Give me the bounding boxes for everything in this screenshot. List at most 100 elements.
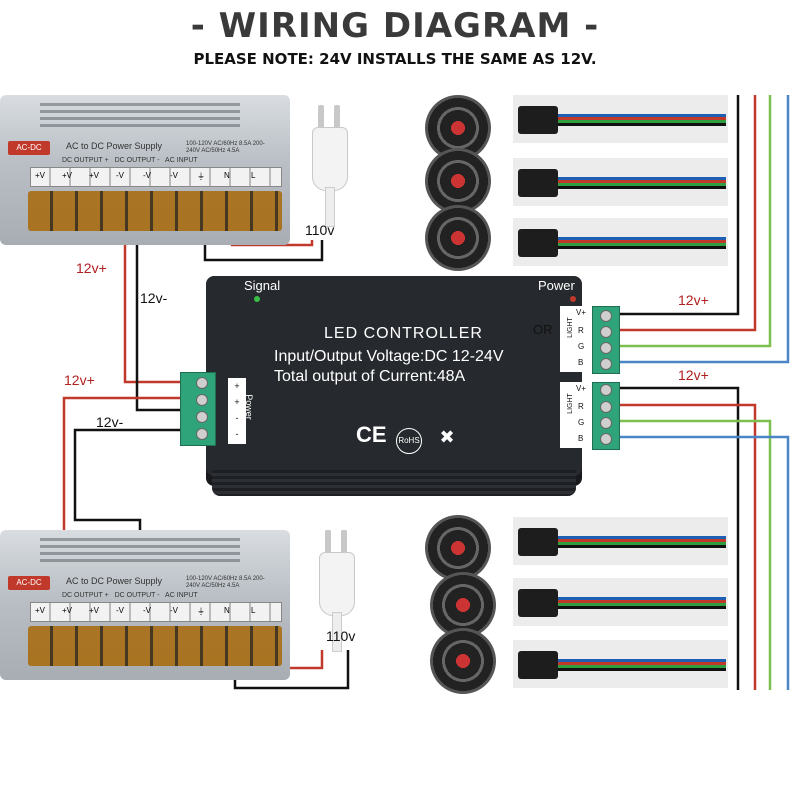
psu-name: AC to DC Power Supply bbox=[66, 576, 163, 586]
power-led-icon bbox=[570, 296, 576, 302]
output-pin-b: B bbox=[578, 434, 584, 443]
out1-green-wire bbox=[612, 95, 772, 348]
psu-name: AC to DC Power Supply bbox=[66, 141, 163, 151]
controller-spec-current: Total output of Current:48A bbox=[274, 368, 466, 385]
ce-mark-icon: CE bbox=[356, 422, 387, 447]
top-red-wire bbox=[56, 222, 198, 384]
output-pin-g: G bbox=[578, 418, 585, 427]
output-pin-b: B bbox=[578, 358, 584, 367]
label-bottom-110v: 110v bbox=[326, 628, 356, 644]
or-label: OR bbox=[533, 322, 553, 337]
output-pin-labels-1: LIGHT V+ R G B bbox=[560, 306, 590, 372]
psu-terminal-label: N bbox=[224, 171, 230, 180]
rgb-connector-icon bbox=[518, 524, 728, 560]
led-strip-reel-icon bbox=[430, 628, 496, 694]
terminal-screw-icon bbox=[600, 358, 612, 370]
terminal-screw-icon bbox=[600, 433, 612, 445]
out2-vplus-wire bbox=[612, 386, 740, 690]
psu-terminal-label: +V bbox=[89, 606, 100, 615]
led-strip-reel-icon bbox=[425, 148, 491, 214]
psu-terminal-label: +V bbox=[62, 606, 73, 615]
terminal-screw-icon bbox=[600, 384, 612, 396]
terminal-screw-icon bbox=[196, 428, 208, 440]
voltage-note: PLEASE NOTE: 24V INSTALLS THE SAME AS 12… bbox=[193, 50, 597, 68]
input-pin-plus: + bbox=[234, 381, 240, 391]
output-pin-g: G bbox=[578, 342, 585, 351]
psu-terminal-label: -V bbox=[143, 606, 151, 615]
rohs-icon: RoHS bbox=[396, 428, 422, 454]
output-pin-labels-2: LIGHT V+ R G B bbox=[560, 382, 590, 448]
terminal-screw-icon bbox=[600, 417, 612, 429]
rgb-connector-icon bbox=[518, 165, 728, 201]
terminal-screw-icon bbox=[600, 310, 612, 322]
psu-terminal-block bbox=[28, 626, 282, 666]
signal-led-icon bbox=[254, 296, 260, 302]
output-pin-r: R bbox=[578, 326, 584, 335]
controller-body bbox=[206, 276, 582, 476]
terminal-screw-icon bbox=[600, 342, 612, 354]
psu-spec: 100-120V AC/60Hz 8.5A 200-240V AC/50Hz 4… bbox=[186, 576, 265, 589]
rgb-connector-icon bbox=[518, 647, 728, 683]
output-light-label: LIGHT bbox=[566, 393, 574, 414]
psu-dc-plus-label: DC OUTPUT + bbox=[62, 592, 109, 599]
bottom-ac-plug-icon bbox=[305, 530, 367, 652]
psu-terminal-label: +V bbox=[62, 171, 73, 180]
input-pin-minus: - bbox=[235, 413, 239, 423]
signal-label: Signal bbox=[244, 278, 281, 293]
label-out2-12v-plus: 12v+ bbox=[678, 367, 709, 383]
rgb-connector-icon bbox=[518, 225, 728, 261]
terminal-screw-icon bbox=[600, 401, 612, 413]
bottom-power-supply: AC-DC AC to DC Power Supply 100-120V AC/… bbox=[0, 530, 290, 680]
psu-ac-input-label: AC INPUT bbox=[165, 157, 198, 164]
controller-fins bbox=[212, 470, 576, 496]
label-out1-12v-plus: 12v+ bbox=[678, 292, 709, 308]
label-top-12v-minus: 12v- bbox=[140, 290, 168, 306]
psu-terminal-label: -V bbox=[116, 171, 124, 180]
rgb-connector-icon bbox=[518, 585, 728, 621]
psu-dc-plus-label: DC OUTPUT + bbox=[62, 157, 109, 164]
psu-vents bbox=[40, 103, 240, 127]
psu-brand-label: AC-DC bbox=[8, 141, 50, 155]
psu-terminal-label: ⏚ bbox=[197, 172, 205, 181]
psu-ac-input-label: AC INPUT bbox=[165, 592, 198, 599]
input-terminal-label: Power bbox=[243, 394, 254, 420]
psu-terminal-label: -V bbox=[143, 171, 151, 180]
rgb-connector-icon bbox=[518, 102, 728, 138]
label-bottom-12v-plus: 12v+ bbox=[64, 372, 95, 388]
label-bottom-12v-minus: 12v- bbox=[96, 414, 124, 430]
label-top-110v: 110v bbox=[305, 222, 335, 238]
psu-vents bbox=[40, 538, 240, 562]
psu-terminal-label: -V bbox=[170, 606, 178, 615]
output-pin-vplus: V+ bbox=[576, 384, 587, 393]
led-strip-reel-icon bbox=[425, 515, 491, 581]
top-power-supply: AC-DC AC to DC Power Supply 100-120V AC/… bbox=[0, 95, 290, 245]
terminal-screw-icon bbox=[196, 394, 208, 406]
psu-terminal-label: +V bbox=[89, 171, 100, 180]
out1-red-wire bbox=[612, 95, 757, 332]
out1-vplus-wire bbox=[612, 95, 740, 316]
psu-terminal-block bbox=[28, 191, 282, 231]
output-light-label: LIGHT bbox=[566, 317, 574, 338]
top-black-wire bbox=[135, 185, 198, 412]
psu-terminal-label: +V bbox=[35, 606, 46, 615]
terminal-screw-icon bbox=[196, 377, 208, 389]
psu-brand-label: AC-DC bbox=[8, 576, 50, 590]
output-pin-vplus: V+ bbox=[576, 308, 587, 317]
out2-red-wire bbox=[612, 403, 757, 690]
psu-terminal-label: -V bbox=[116, 606, 124, 615]
psu-terminal-labels: +V +V +V -V -V -V ⏚ N L bbox=[30, 602, 282, 622]
psu-terminal-label: N bbox=[224, 606, 230, 615]
psu-output-labels: DC OUTPUT + DC OUTPUT - AC INPUT bbox=[62, 157, 198, 164]
psu-terminal-label: +V bbox=[35, 171, 46, 180]
top-ac-plug-icon bbox=[298, 105, 360, 227]
psu-dc-minus-label: DC OUTPUT - bbox=[114, 592, 160, 599]
terminal-screw-icon bbox=[196, 411, 208, 423]
led-controller: Signal Power LED CONTROLLER Input/Output… bbox=[178, 270, 620, 500]
out1-blue-wire bbox=[612, 95, 790, 364]
label-top-12v-plus: 12v+ bbox=[76, 260, 107, 276]
output-pin-r: R bbox=[578, 402, 584, 411]
psu-terminal-label: L bbox=[251, 606, 256, 615]
diagram-title: - WIRING DIAGRAM - bbox=[190, 6, 600, 46]
psu-terminal-label: ⏚ bbox=[197, 607, 205, 616]
